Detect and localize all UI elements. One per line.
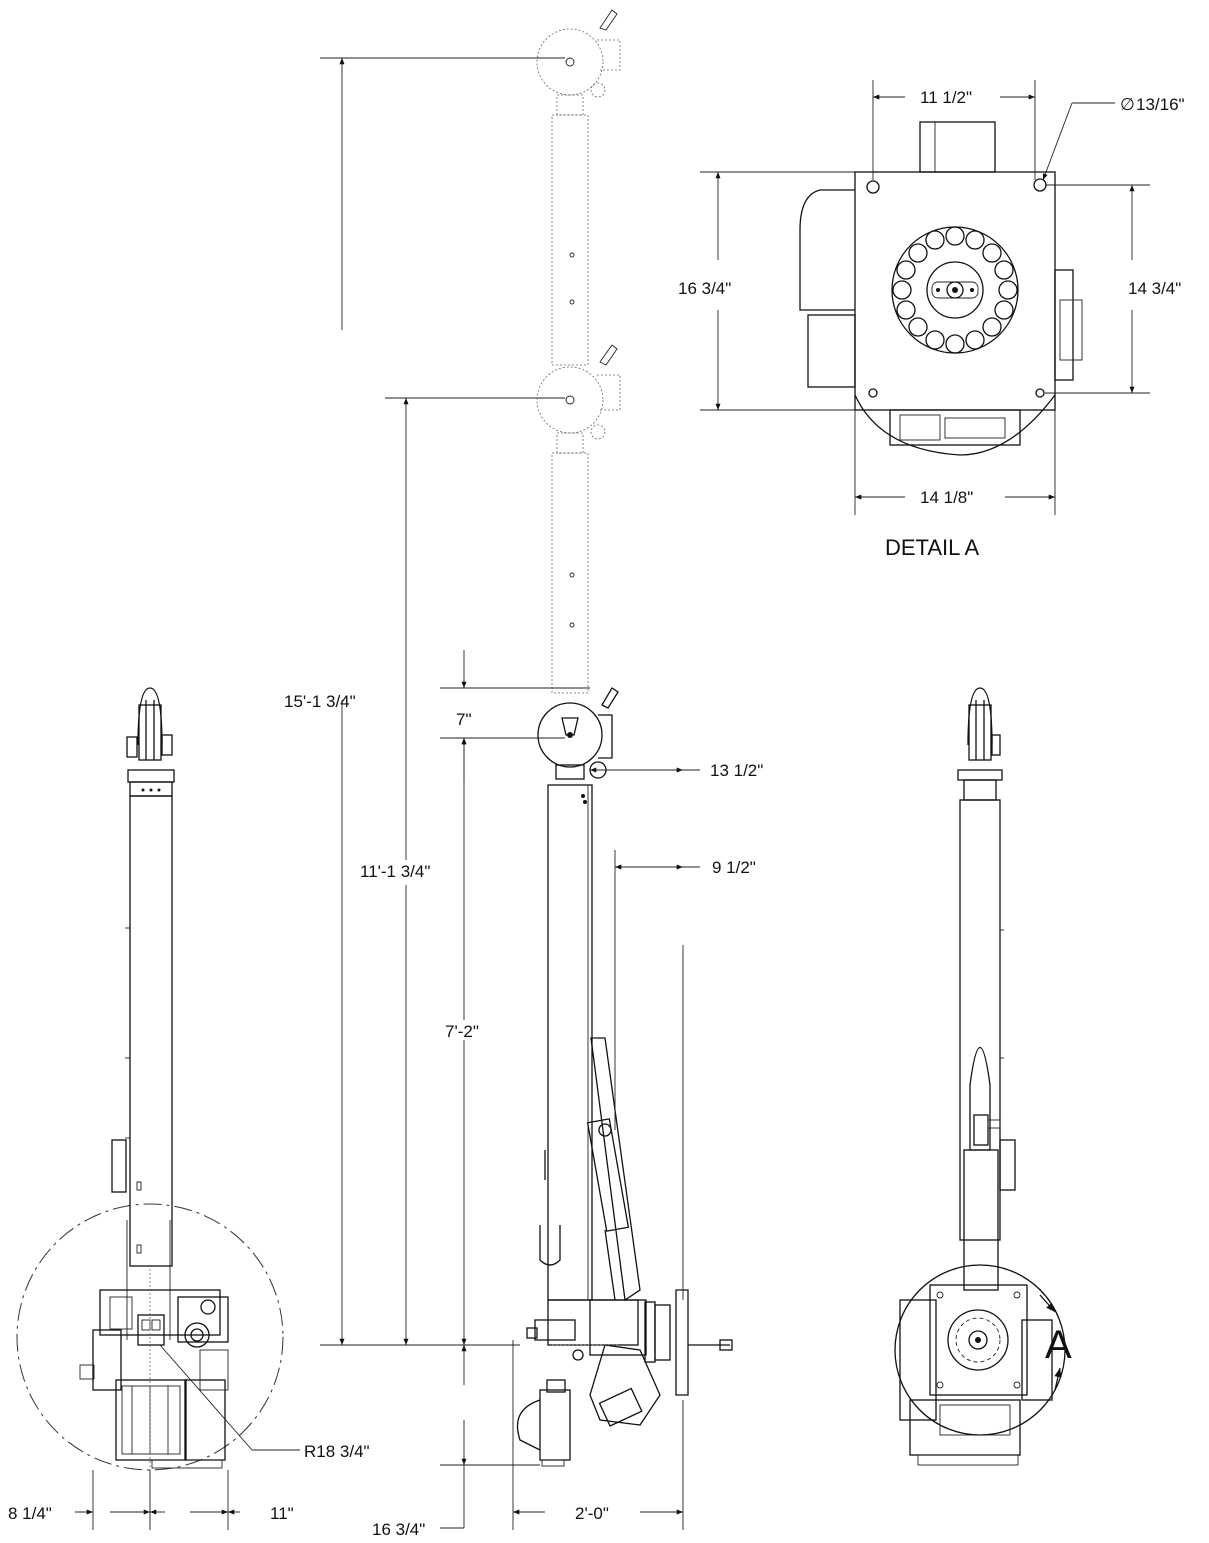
- low-height-dim: 7'-2": [445, 1022, 479, 1041]
- swing-radius-dim: R18 3/4": [304, 1442, 370, 1461]
- detail-plate-height-left-dim: 16 3/4": [678, 279, 731, 298]
- overall-height-dim: 15'-1 3/4": [284, 692, 356, 711]
- mounting-plate: [854, 171, 1056, 411]
- detail-plate-width-dim: 14 1/8": [920, 488, 973, 507]
- center-view: 15'-1 3/4" 11'-1 3/4" 7" 7'-2" 16 3/4" 1…: [284, 9, 763, 1539]
- right-view: A: [894, 687, 1072, 1466]
- base-width-dim: 2'-0": [575, 1504, 609, 1523]
- detail-hole-spacing-dim: 11 1/2": [920, 88, 972, 107]
- detail-callout-letter: A: [1045, 1323, 1072, 1367]
- swing-radius-circle: [16, 1203, 284, 1471]
- left-offset-dim: 8 1/4": [8, 1504, 52, 1523]
- mid-height-dim: 11'-1 3/4": [360, 862, 430, 881]
- detail-plate-height-right-dim: 14 3/4": [1128, 279, 1181, 298]
- right-offset-dim: 11": [270, 1504, 294, 1523]
- detail-hole-diameter-symbol: ∅: [1120, 95, 1135, 114]
- left-view: 8 1/4" 11" R18 3/4": [8, 687, 370, 1530]
- detail-title: DETAIL A: [885, 535, 979, 560]
- base-depth-dim: 16 3/4": [372, 1520, 425, 1539]
- reach-upper-dim: 13 1/2": [710, 761, 763, 780]
- reach-lower-dim: 9 1/2": [712, 858, 756, 877]
- detail-a-view: 11 1/2" ∅ 13/16" 16 3/4" 14 3/4" 14 1/8"…: [678, 80, 1185, 560]
- detail-hole-diameter-dim: 13/16": [1136, 95, 1185, 114]
- head-offset-dim: 7": [456, 710, 472, 729]
